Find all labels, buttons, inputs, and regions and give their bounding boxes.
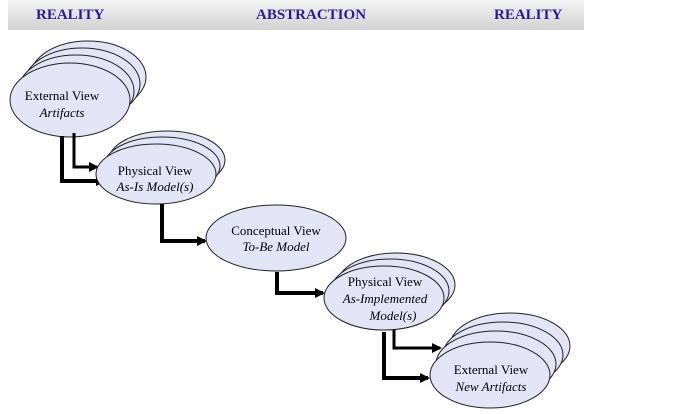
abstraction-label: ABSTRACTION: [256, 7, 367, 23]
arrow-external-to-physical: [60, 133, 106, 186]
arrow-conceptual-to-implemented: [275, 272, 325, 298]
external-view-new-node: External View New Artifacts: [429, 312, 571, 409]
reality-right-label: REALITY: [494, 7, 563, 23]
physical-view-as-is-title: Physical View: [118, 163, 193, 178]
external-view-title: External View: [25, 88, 100, 103]
physical-view-implemented-ellipse: [323, 265, 445, 331]
physical-view-implemented-subtitle-line2: Model(s): [369, 308, 417, 323]
external-view-new-title: External View: [454, 362, 529, 377]
external-view-subtitle: Artifacts: [39, 105, 85, 120]
elbow-arrow-2: [72, 133, 99, 172]
conceptual-view-ellipse: [205, 204, 347, 272]
arrow-implemented-to-new-external: [382, 330, 442, 383]
header-banner: REALITY ABSTRACTION REALITY: [8, 0, 584, 30]
physical-view-as-is-ellipse: [95, 143, 217, 205]
elbow-arrow-1: [382, 332, 430, 383]
physical-view-as-is-subtitle: As-Is Model(s): [116, 179, 194, 194]
physical-view-implemented-title: Physical View: [348, 274, 423, 289]
external-view-ellipse: [9, 62, 131, 138]
conceptual-view-node: Conceptual View To-Be Model: [205, 204, 347, 272]
physical-view-implemented-node: Physical View As-Implemented Model(s): [323, 252, 456, 331]
external-view-new-ellipse: [429, 341, 551, 409]
physical-view-as-is-node: Physical View As-Is Model(s): [95, 130, 226, 205]
external-view-node: External View Artifacts: [9, 40, 147, 138]
elbow-arrow-1: [60, 136, 106, 186]
conceptual-view-subtitle: To-Be Model: [242, 239, 309, 254]
physical-view-implemented-subtitle-line1: As-Implemented: [342, 291, 428, 306]
arrow-physical-to-conceptual: [160, 204, 207, 246]
conceptual-view-title: Conceptual View: [231, 223, 321, 238]
elbow-arrow-2: [392, 330, 442, 353]
reality-left-label: REALITY: [36, 7, 105, 23]
external-view-new-subtitle: New Artifacts: [455, 379, 527, 394]
